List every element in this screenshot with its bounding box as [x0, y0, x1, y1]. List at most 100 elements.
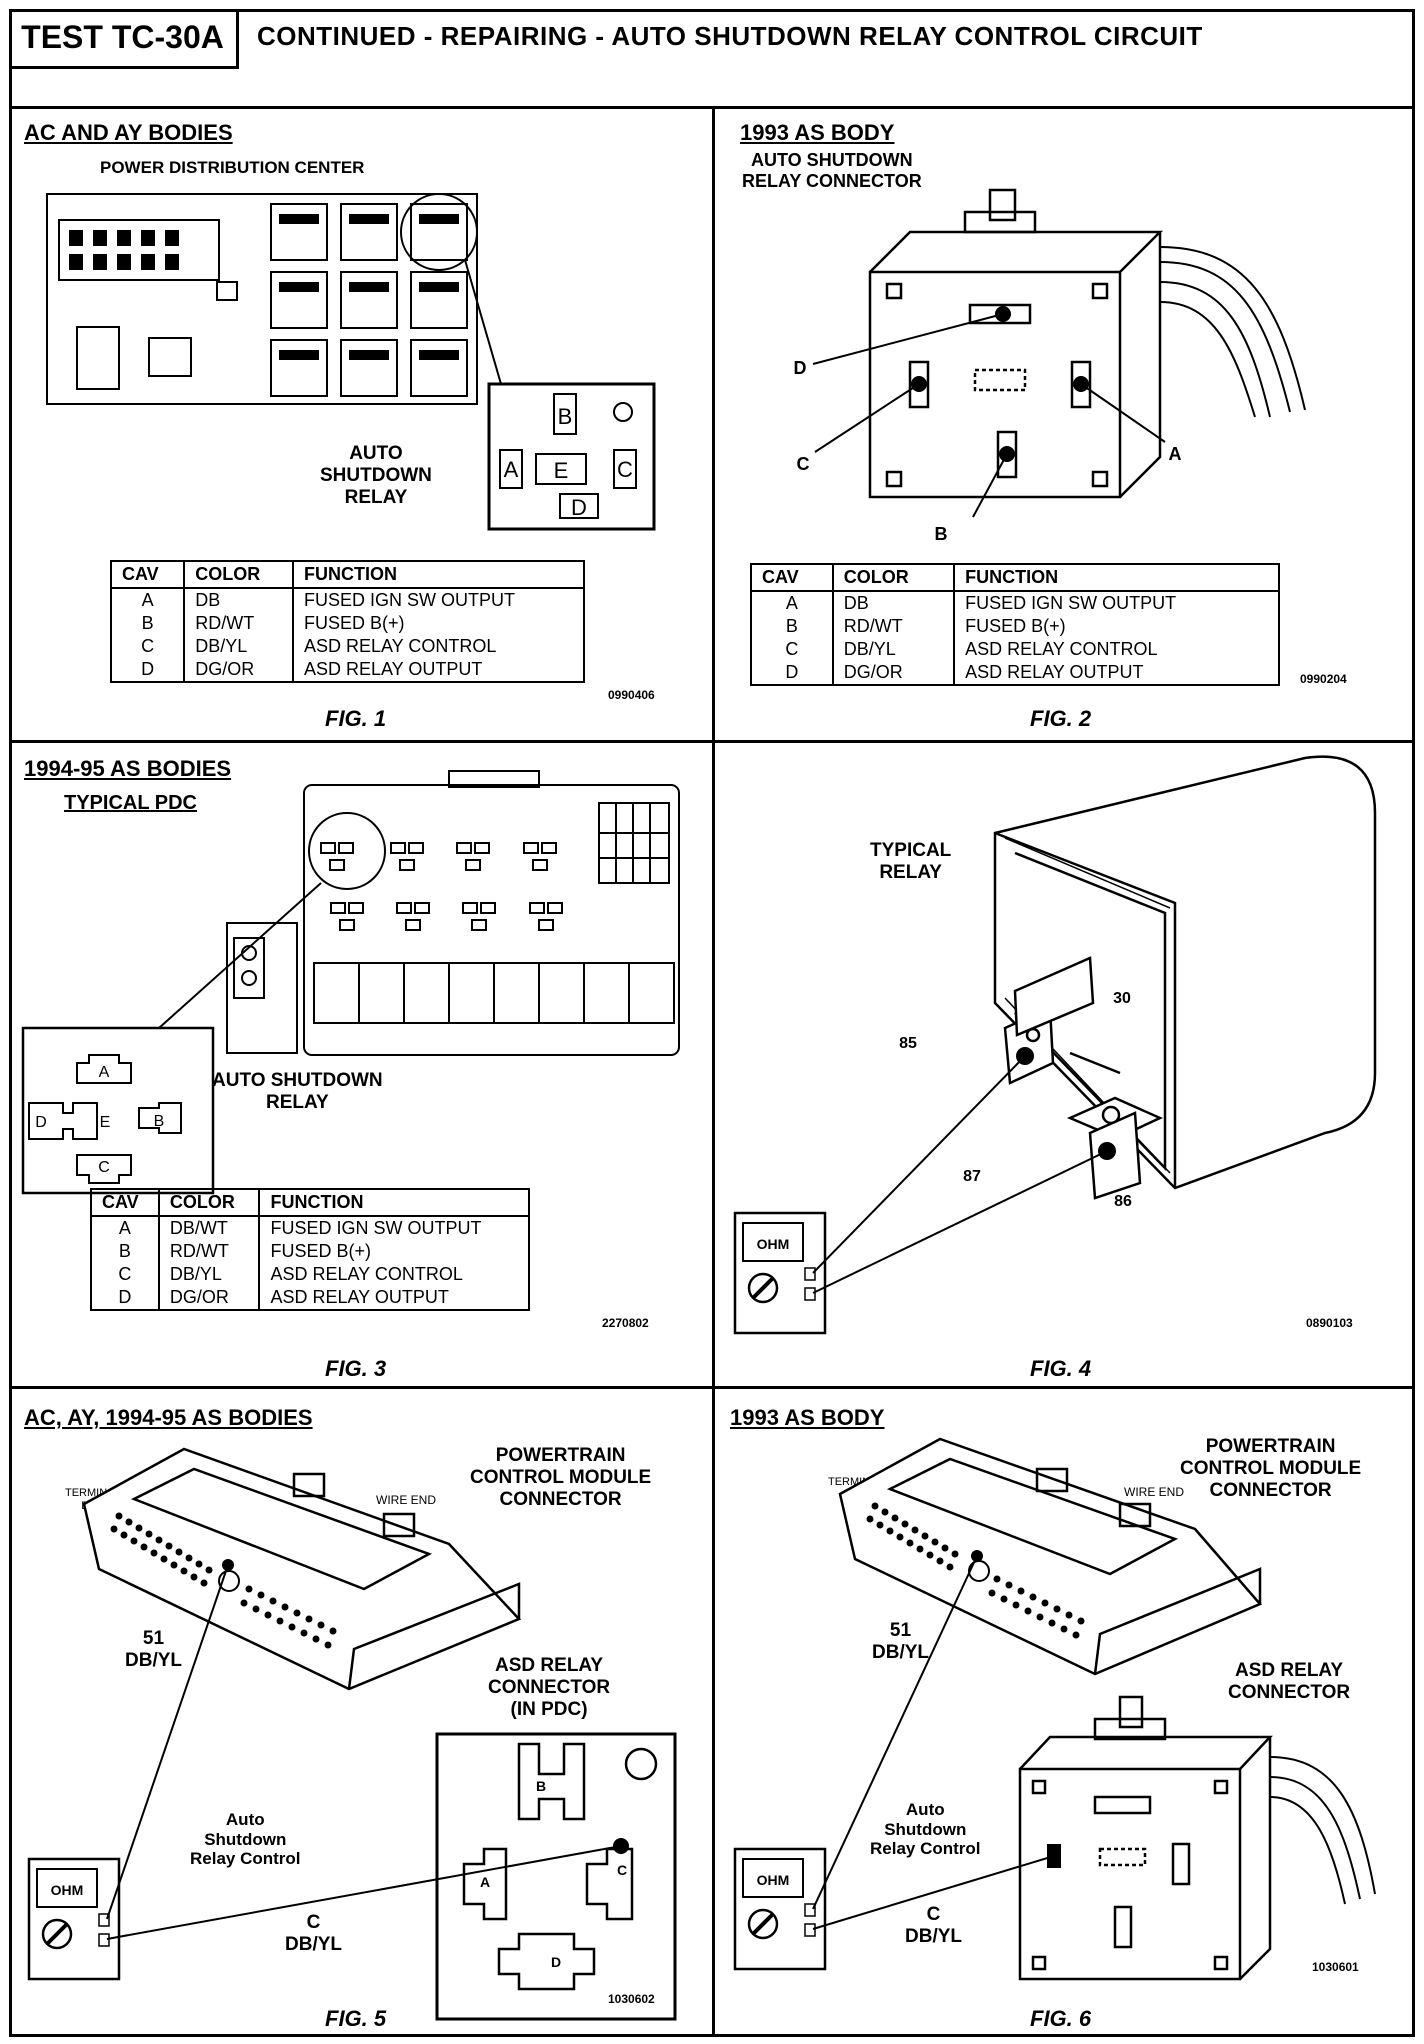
table-cell: FUSED IGN SW OUTPUT — [965, 593, 1177, 613]
cav-header: CAV — [111, 561, 186, 589]
fig5-pin-label: 51 DB/YL — [125, 1628, 182, 1671]
column-divider — [712, 109, 715, 2037]
table-cell: FUSED B(+) — [303, 613, 405, 633]
fig5-control-label: Auto Shutdown Relay Control — [190, 1810, 301, 1869]
fig5-pcm-label: POWERTRAIN CONTROL MODULE CONNECTOR — [470, 1445, 652, 1510]
table-cell: RD/WT — [158, 1240, 261, 1263]
row-divider-2 — [9, 1386, 1415, 1389]
fig6-pin-label: 51 DB/YL — [872, 1620, 929, 1663]
fig6-wire-label: C DB/YL — [905, 1904, 962, 1947]
test-id: TEST TC-30A — [9, 9, 239, 69]
fig4-pin-30: 30 — [1113, 990, 1131, 1007]
table-cell: D — [111, 658, 186, 682]
fig6-code: 1030601 — [1312, 1960, 1359, 1974]
table-cell: C — [111, 635, 186, 658]
table-cell: DG/OR — [832, 661, 956, 685]
fig5-terminal-d: D — [551, 1954, 561, 1970]
table-cell: ASD RELAY OUTPUT — [965, 662, 1144, 682]
fig2-code: 0990204 — [1300, 672, 1347, 686]
fig3-relay-label: AUTO SHUTDOWN RELAY — [212, 1070, 383, 1113]
fig1-terminal-c: C — [617, 457, 633, 482]
fig5-terminal-b: B — [536, 1778, 546, 1794]
fig1-terminal-a: A — [504, 457, 519, 482]
fig1-terminal-b: B — [558, 404, 573, 429]
table-cell: B — [91, 1240, 160, 1263]
fig1-pdc-drawing: B A E C D — [46, 193, 656, 531]
table-cell: A — [751, 591, 834, 615]
fig6-control-label: Auto Shutdown Relay Control — [870, 1800, 981, 1859]
table-cell: FUSED IGN SW OUTPUT — [270, 1218, 482, 1238]
function-header: FUNCTION — [954, 564, 1279, 592]
fig3-terminal-c: C — [98, 1159, 110, 1176]
table-cell: FUSED IGN SW OUTPUT — [303, 590, 515, 610]
fig2-label: FIG. 2 — [1030, 706, 1092, 731]
fig1-relay-label: AUTO SHUTDOWN RELAY — [320, 443, 432, 508]
fig5-panel-title: AC, AY, 1994-95 AS BODIES — [24, 1405, 313, 1430]
fig3-terminal-b: B — [154, 1113, 165, 1130]
fig1-panel-title: AC AND AY BODIES — [24, 120, 233, 145]
fig3-label: FIG. 3 — [325, 1356, 387, 1381]
function-header: FUNCTION — [292, 561, 584, 589]
table-cell: A — [111, 588, 186, 612]
fig6-wire-end: WIRE END — [1124, 1485, 1184, 1499]
fig4-relay-label: TYPICAL RELAY — [870, 840, 952, 883]
fig4-pin-85: 85 — [899, 1035, 917, 1052]
fig2-pin-c: C — [797, 454, 810, 474]
table-cell: D — [91, 1286, 160, 1310]
fig4-relay-drawing: 30 85 87 86 OHM — [733, 755, 1377, 1335]
table-cell: ASD RELAY OUTPUT — [303, 659, 483, 679]
table-cell: DB/WT — [158, 1216, 261, 1240]
fig3-panel-title: 1994-95 AS BODIES — [24, 756, 232, 781]
table-cell: DB — [832, 591, 956, 615]
table-cell: FUSED B(+) — [270, 1241, 371, 1261]
cav-header: CAV — [751, 564, 834, 592]
fig4-ohm-meter: OHM — [757, 1236, 790, 1252]
table-cell: C — [91, 1263, 160, 1286]
fig5-ohm-meter: OHM — [51, 1882, 84, 1898]
table-cell: RD/WT — [184, 612, 294, 635]
fig4-label: FIG. 4 — [1030, 1356, 1092, 1381]
fig4-pin-87: 87 — [963, 1168, 981, 1185]
fig6-pcm-label: POWERTRAIN CONTROL MODULE CONNECTOR — [1180, 1436, 1362, 1501]
fig2-pin-d: D — [794, 358, 807, 378]
fig3-terminal-d: D — [35, 1114, 47, 1131]
page-title: CONTINUED - REPAIRING - AUTO SHUTDOWN RE… — [257, 21, 1203, 51]
table-cell: DB/YL — [158, 1263, 261, 1286]
fig5-terminal-c: C — [617, 1862, 627, 1878]
fig5-asd-label: ASD RELAY CONNECTOR (IN PDC) — [488, 1655, 611, 1720]
fig6-asd-label: ASD RELAY CONNECTOR — [1228, 1660, 1351, 1703]
row-divider-1 — [9, 740, 1415, 743]
fig5-code: 1030602 — [608, 1992, 655, 2006]
fig4-code: 0890103 — [1306, 1316, 1353, 1330]
fig5-wire-end: WIRE END — [376, 1493, 436, 1507]
fig2-pin-b: B — [935, 524, 948, 544]
fig3-terminal-e: E — [100, 1114, 111, 1131]
fig3-code: 2270802 — [602, 1316, 649, 1330]
fig6-panel-title: 1993 AS BODY — [730, 1405, 885, 1430]
fig1-terminal-e: E — [554, 458, 569, 483]
fig4-pin-86: 86 — [1114, 1193, 1132, 1210]
fig5-wire-label: C DB/YL — [285, 1912, 342, 1955]
fig6-label: FIG. 6 — [1030, 2006, 1092, 2031]
table-cell: B — [111, 612, 186, 635]
table-cell: ASD RELAY CONTROL — [965, 639, 1158, 659]
color-header: COLOR — [158, 1189, 261, 1217]
fig1-subtitle: POWER DISTRIBUTION CENTER — [100, 158, 365, 177]
color-header: COLOR — [832, 564, 956, 592]
fig5-terminal-a: A — [480, 1874, 490, 1890]
table-cell: ASD RELAY CONTROL — [270, 1264, 463, 1284]
cav-header: CAV — [91, 1189, 160, 1217]
table-cell: DB/YL — [832, 638, 956, 661]
